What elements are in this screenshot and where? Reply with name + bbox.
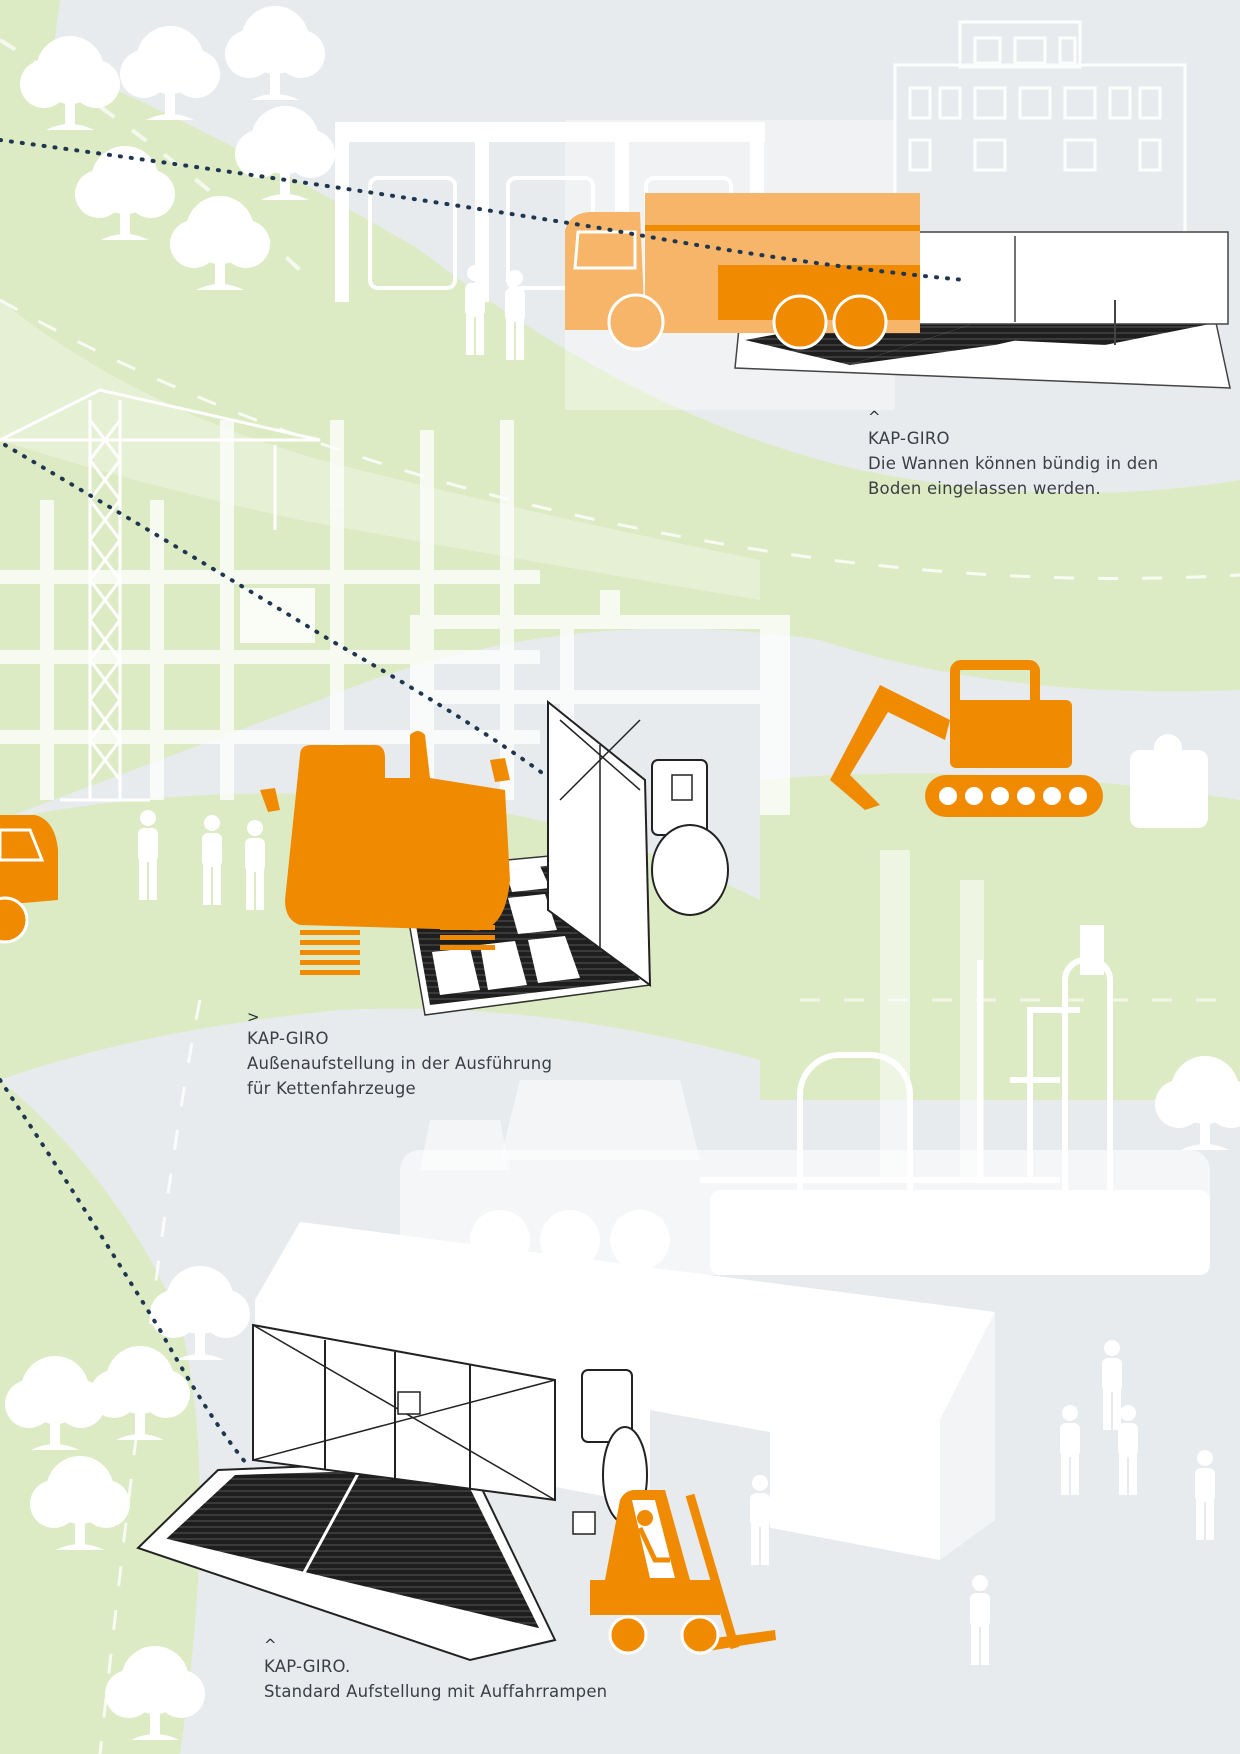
truck-icon bbox=[565, 193, 920, 351]
caption-text-line: Standard Aufstellung mit Auffahrrampen bbox=[264, 1682, 608, 1701]
caption-title: KAP-GIRO. bbox=[264, 1657, 351, 1676]
caption-marker: ^ bbox=[264, 1636, 277, 1654]
caption-text-line: Boden eingelassen werden. bbox=[868, 479, 1101, 498]
caption-standard-ramps: ^ KAP-GIRO. Standard Aufstellung mit Auf… bbox=[264, 1636, 664, 1704]
truck-icon bbox=[0, 815, 58, 944]
caption-title: KAP-GIRO bbox=[868, 429, 950, 448]
crawler-vehicle-icon bbox=[260, 731, 510, 975]
caption-text-line: für Kettenfahrzeuge bbox=[247, 1079, 416, 1098]
caption-flush-mounted: ^ KAP-GIRO Die Wannen können bündig in d… bbox=[868, 408, 1198, 501]
crane-load bbox=[240, 588, 315, 643]
construction-building bbox=[0, 420, 790, 815]
caption-marker: > bbox=[247, 1008, 260, 1026]
caption-text-line: Außenaufstellung in der Ausführung bbox=[247, 1054, 553, 1073]
excavator-icon bbox=[830, 660, 1208, 828]
caption-marker: ^ bbox=[868, 408, 881, 426]
kap-giro-standard-unit bbox=[136, 1323, 648, 1662]
kap-giro-flush-unit bbox=[734, 231, 1231, 389]
forklift-icon bbox=[590, 1490, 776, 1655]
dotted-connector-lines bbox=[0, 138, 967, 1470]
caption-crawler-vehicles: > KAP-GIRO Außenaufstellung in der Ausfü… bbox=[247, 1008, 577, 1101]
caption-text-line: Die Wannen können bündig in den bbox=[868, 454, 1159, 473]
caption-title: KAP-GIRO bbox=[247, 1029, 329, 1048]
